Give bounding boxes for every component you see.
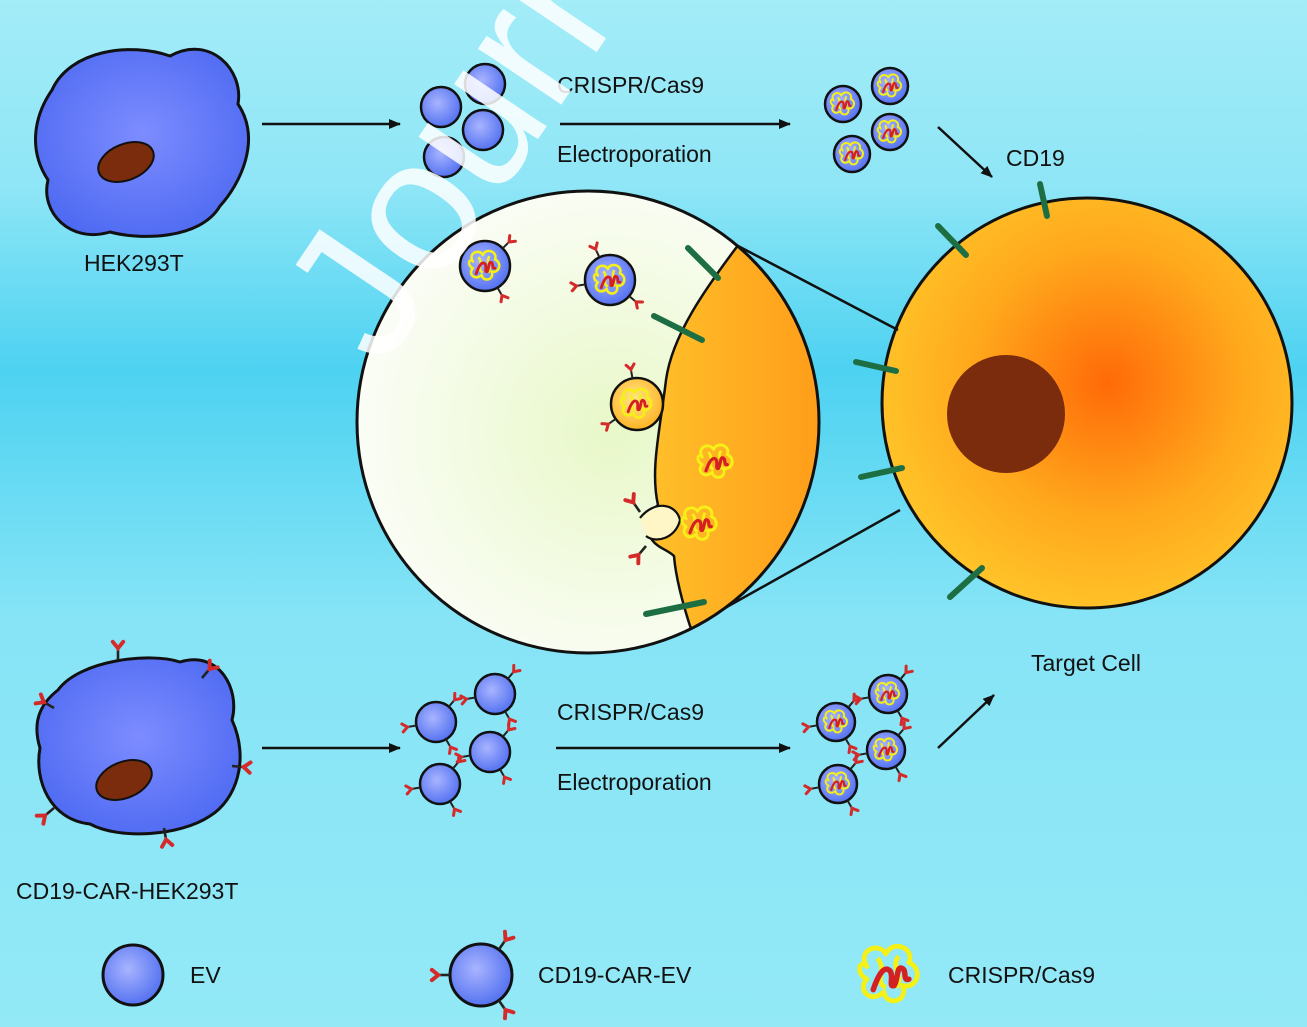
car-ev-cluster-bottom (402, 665, 520, 815)
arrow-to-target-top (937, 126, 993, 178)
hek293t-cell (34, 47, 250, 238)
label-electroporation-top: Electroporation (557, 141, 712, 167)
hek293t-nucleus (97, 141, 155, 183)
ev-loaded-cluster-top (825, 68, 908, 172)
label-electroporation-bottom: Electroporation (557, 769, 712, 795)
target-cell (853, 181, 1294, 610)
label-crispr-bottom: CRISPR/Cas9 (557, 699, 704, 725)
legend-ev-label: EV (190, 962, 221, 988)
target-nucleus (947, 355, 1065, 473)
legend-car-ev-symbol (429, 929, 516, 1021)
zoom-inset (355, 189, 821, 655)
arrow-to-target-bottom (937, 694, 995, 749)
label-hek293t: HEK293T (84, 250, 184, 276)
zoom-cd19 (643, 245, 721, 617)
legend-crispr-label: CRISPR/Cas9 (948, 962, 1095, 988)
label-cd19: CD19 (1006, 145, 1065, 171)
legend-ev-symbol (101, 943, 165, 1007)
car-hek293t-cell (33, 639, 253, 849)
zoom-car-ev-2 (569, 241, 644, 310)
label-car-hek293t: CD19-CAR-HEK293T (16, 878, 239, 904)
zoom-car-ev-1 (458, 234, 517, 304)
label-crispr-top: CRISPR/Cas9 (557, 72, 704, 98)
zoom-vesicle-fusing (600, 362, 665, 432)
legend-crispr-symbol (860, 946, 918, 1000)
legend-car-ev-label: CD19-CAR-EV (538, 962, 692, 988)
car-ev-loaded-cluster-bottom (803, 666, 912, 814)
cd19-receptors (853, 181, 1050, 600)
label-target-cell: Target Cell (1031, 650, 1141, 676)
car-hek293t-nucleus (95, 759, 153, 801)
